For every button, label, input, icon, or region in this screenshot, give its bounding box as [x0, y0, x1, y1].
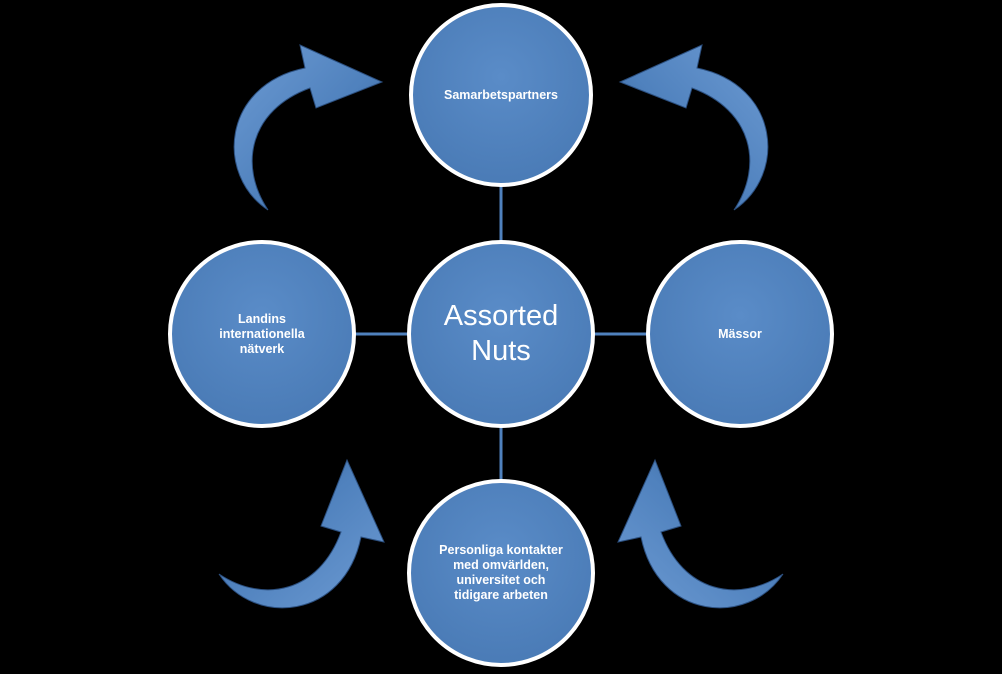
node-left	[168, 240, 356, 428]
curved-arrow-top-left	[233, 44, 384, 211]
curved-arrow-top-right	[618, 44, 769, 211]
curved-arrow-bottom-left	[218, 458, 385, 609]
curved-arrow-bottom-right	[617, 458, 784, 609]
node-bottom	[407, 479, 595, 667]
node-center	[407, 240, 595, 428]
node-top	[409, 3, 593, 187]
node-right	[646, 240, 834, 428]
